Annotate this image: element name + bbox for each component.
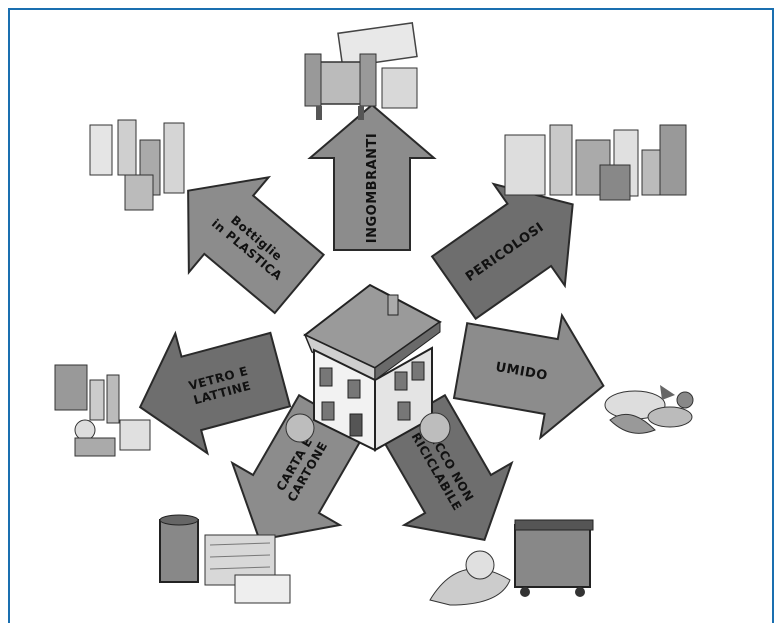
- arrow-pericolosi: PERICOLOSI: [417, 152, 610, 340]
- hazardous-bottles-icon: [504, 124, 687, 201]
- glass-cans-icon: [54, 364, 151, 457]
- waste-container-icon: [429, 519, 594, 606]
- arrow-ingombranti: INGOMBRANTI: [309, 104, 435, 251]
- arrow-label-ingombranti-0: INGOMBRANTI: [365, 133, 380, 243]
- plastic-bottles-icon: [89, 119, 185, 211]
- arrow-umido: UMIDO: [448, 298, 616, 448]
- organic-waste-icon: [604, 385, 694, 434]
- paper-bin-icon: [159, 514, 291, 604]
- house-icon: [285, 283, 451, 452]
- furniture-icon: [304, 22, 418, 120]
